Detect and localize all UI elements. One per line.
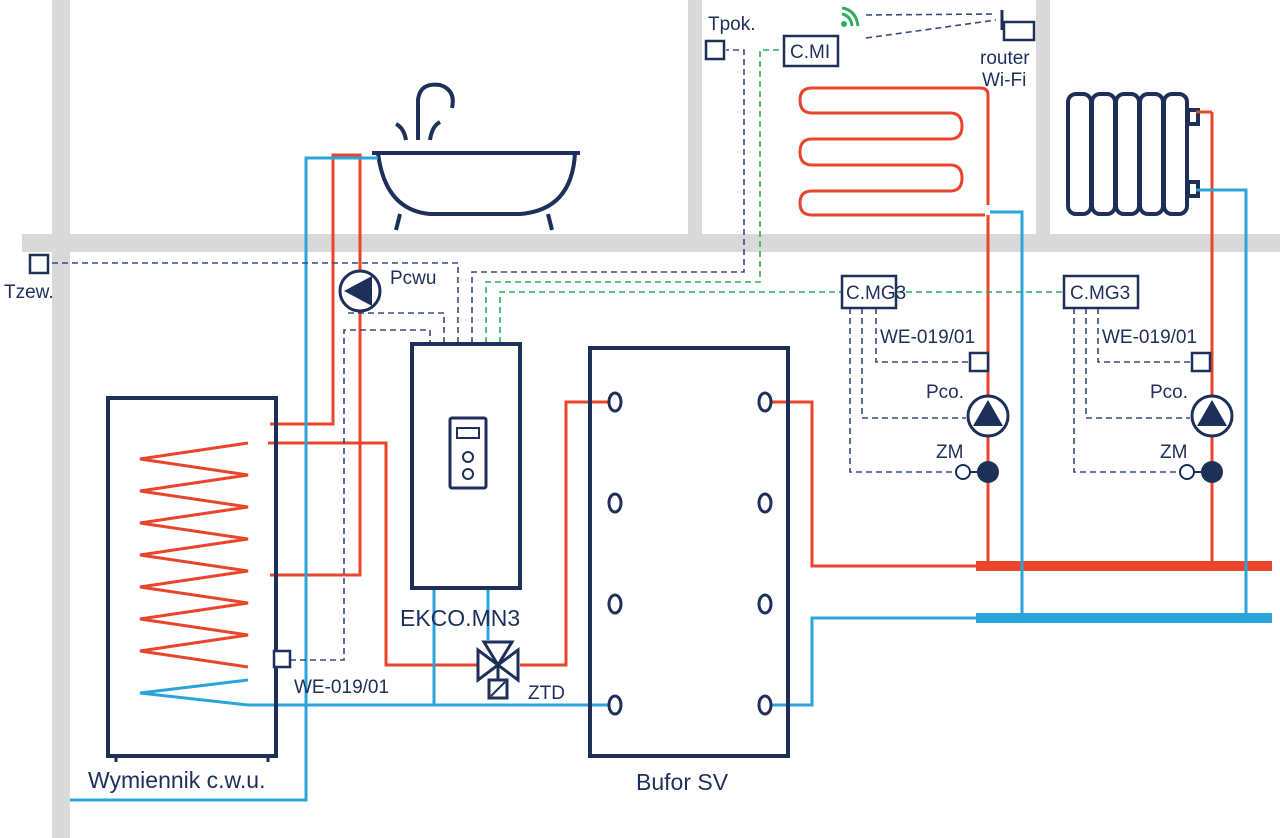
cold-pipes (70, 156, 1272, 802)
wall-left (52, 0, 70, 838)
pco-left-label: Pco. (926, 382, 964, 403)
router-icon (1000, 10, 1036, 42)
cmg3-module-right (1062, 274, 1140, 310)
cmi-module (782, 34, 840, 68)
ztd-label: ZTD (528, 683, 565, 704)
we-right-label: WE-019/01 (1102, 327, 1197, 348)
pump-icon (338, 269, 382, 313)
buffer-tank (588, 346, 790, 758)
sensor-icon (968, 351, 990, 373)
boiler-unit (410, 342, 522, 590)
valve-icon (476, 640, 520, 700)
sensor-icon (28, 253, 50, 275)
hot-manifold (976, 561, 1272, 571)
we-tank-label: WE-019/01 (294, 677, 389, 698)
tpok-label: Tpok. (708, 14, 756, 35)
we-left-label: WE-019/01 (880, 327, 975, 348)
router-label: router (980, 48, 1030, 69)
signal-lines (52, 49, 1190, 661)
buffer-label: Bufor SV (636, 769, 729, 795)
wifi-signal-icon (841, 6, 860, 27)
tzew-label: Tzew. (4, 282, 54, 303)
zm-right-label: ZM (1160, 442, 1187, 463)
floor-slab (22, 234, 1280, 252)
radiator-icon (1066, 92, 1200, 216)
mixing-valve-left (955, 461, 999, 483)
tank-label: Wymiennik c.w.u. (88, 767, 265, 793)
sensor-icon (272, 649, 292, 669)
cold-manifold (976, 613, 1272, 623)
sensor-icon (704, 39, 726, 61)
wall-mid (688, 0, 702, 236)
pcwu-label: Pcwu (390, 268, 436, 289)
bathtub-icon (372, 82, 580, 231)
hot-pipes (139, 110, 1272, 669)
wall-right (1036, 0, 1050, 236)
cmi-label: C.MI (790, 42, 830, 63)
sensor-icon (1190, 351, 1212, 373)
pco-right-label: Pco. (1150, 382, 1188, 403)
cmg3-left-label: C.MG3 (846, 283, 906, 304)
floor-heating-icon (798, 86, 990, 217)
cmg3-right-label: C.MG3 (1070, 283, 1130, 304)
pump-icon (966, 394, 1010, 438)
router-wifi-label: Wi-Fi (982, 70, 1026, 91)
boiler-label: EKCO.MN3 (400, 605, 520, 631)
cmg3-module-left (840, 274, 898, 310)
pump-icon (1190, 394, 1234, 438)
zm-left-label: ZM (936, 442, 963, 463)
building-walls (22, 0, 1280, 838)
dhw-tank (106, 396, 278, 758)
mixing-valve-right (1179, 461, 1223, 483)
